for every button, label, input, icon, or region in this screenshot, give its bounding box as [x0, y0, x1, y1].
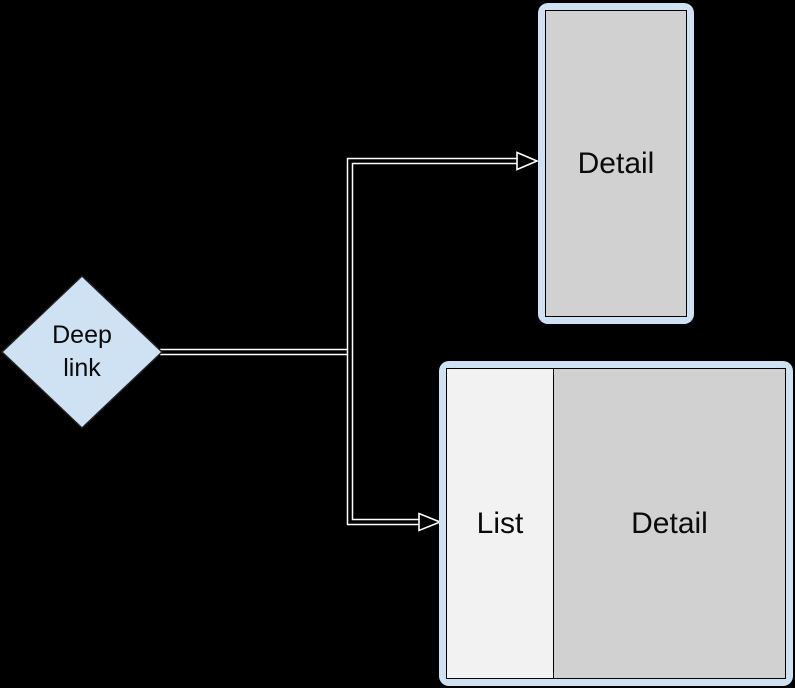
connector-branches-core — [348, 159, 517, 524]
detail-screen-frame: Detail — [538, 3, 694, 324]
list-pane: List — [447, 369, 554, 678]
arrowhead-to-list-detail-icon — [418, 512, 443, 532]
deep-link-diamond — [0, 274, 164, 430]
deep-link-label-line2: link — [63, 354, 101, 382]
deep-link-label-line1: Deep — [52, 321, 112, 349]
detail-screen: Detail — [545, 10, 687, 317]
list-detail-screen: List Detail — [446, 368, 786, 679]
deep-link-label: Deep link — [2, 276, 162, 428]
detail-screen-label: Detail — [577, 146, 655, 180]
list-detail-screen-frame: List Detail — [439, 361, 793, 686]
arrowhead-to-detail-icon — [516, 151, 540, 171]
detail-pane: Detail — [554, 369, 785, 678]
detail-pane-label: Detail — [631, 506, 708, 540]
list-pane-label: List — [476, 506, 524, 540]
